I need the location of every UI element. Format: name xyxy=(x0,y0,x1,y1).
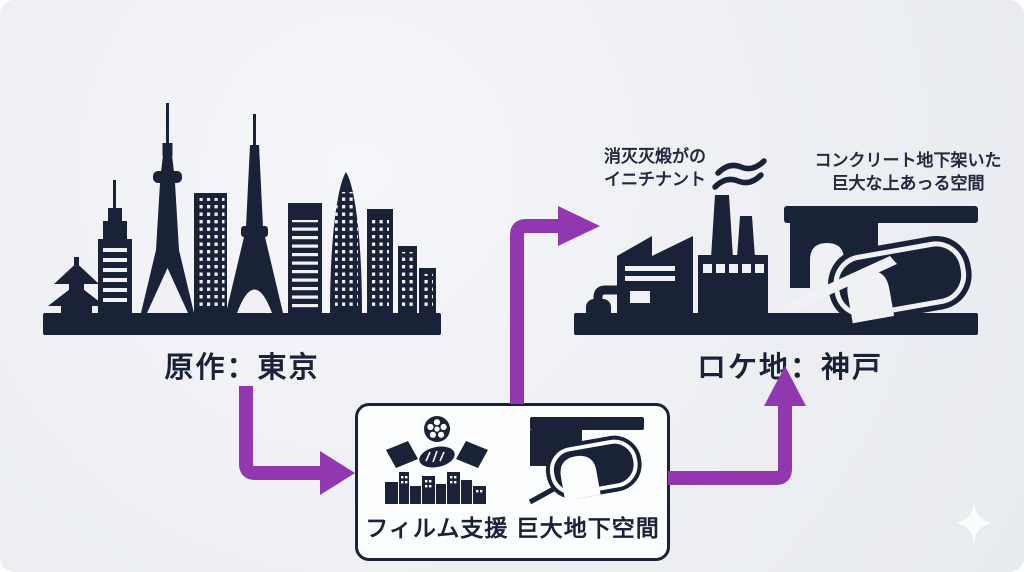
cocoon-tower-icon xyxy=(330,172,362,313)
window-building-icon xyxy=(367,209,393,314)
kobe-factory-tunnel-icon xyxy=(574,158,978,335)
film-support-icon xyxy=(384,416,488,504)
arrowhead-right-1 xyxy=(320,451,355,495)
lined-building-icon xyxy=(288,203,322,314)
viaduct-tunnel-icon xyxy=(784,206,978,324)
underground-space-label: 巨大地下空間 xyxy=(515,515,660,541)
film-reel-icon xyxy=(423,416,450,442)
arrow-tokyo-to-support xyxy=(239,386,320,480)
smoke-icon xyxy=(712,158,767,190)
arrow-support-to-kobe xyxy=(668,404,792,485)
arrow-support-to-factory xyxy=(510,219,558,404)
tokyo-label: 原作：東京 xyxy=(164,352,320,384)
tunnel-caption-line2: 巨大な上あっる空間 xyxy=(831,173,985,193)
factory-icon xyxy=(586,236,768,315)
tokyo-skyline-icon xyxy=(43,103,441,335)
city-buildings-icon xyxy=(384,472,486,504)
pagoda-icon xyxy=(48,257,105,314)
handshake-icon xyxy=(385,441,488,468)
underground-space-column: 巨大地下空間 xyxy=(516,414,660,543)
film-support-label: フィルム支援 xyxy=(365,515,509,541)
underground-tunnel-icon xyxy=(528,417,644,505)
factory-caption: 消灭灭煅がの イニチナント xyxy=(575,146,735,192)
sparkle-icon xyxy=(956,503,992,543)
tunnel-caption: コンクリート地下架いた 巨大な上あっる空間 xyxy=(788,150,1024,196)
chimney-icon xyxy=(711,195,755,258)
skytree-icon xyxy=(141,103,194,313)
film-support-column: フィルム支援 xyxy=(365,414,508,543)
stepped-tower-icon xyxy=(98,180,132,314)
tunnel-caption-line1: コンクリート地下架いた xyxy=(814,151,1002,170)
tokyo-base-bar xyxy=(43,313,441,335)
kobe-label: ロケ地：神戸 xyxy=(696,352,883,384)
tokyo-tower-icon xyxy=(226,114,283,313)
support-box: フィルム支援 巨大地下空間 xyxy=(355,403,670,561)
skyscraper-icon xyxy=(194,193,227,314)
factory-caption-line2: イニチナント xyxy=(604,169,706,189)
kobe-base-bar xyxy=(574,313,978,335)
factory-caption-line1: 消灭灭煅がの xyxy=(604,147,706,166)
small-building-icon xyxy=(398,246,436,314)
